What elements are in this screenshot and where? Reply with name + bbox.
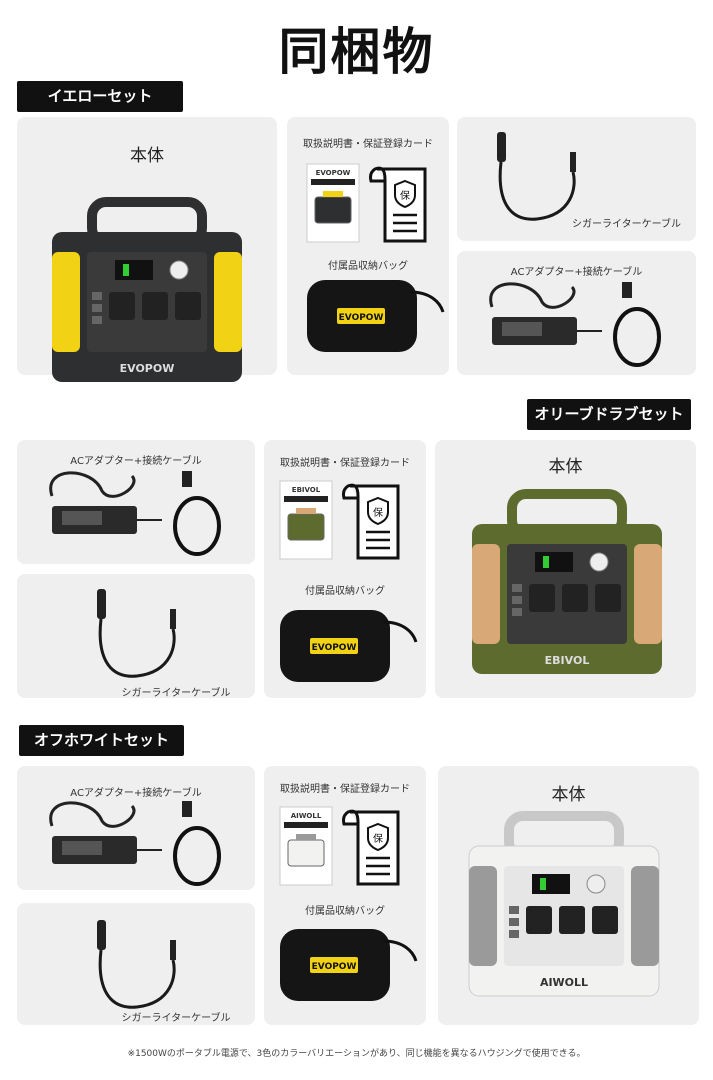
main-unit-card-olive: 本体 EBIVOL xyxy=(435,440,696,698)
ac-card-olive: ACアダプター+接続ケーブル xyxy=(17,440,255,564)
bag-label: 付属品収納バッグ xyxy=(305,586,385,597)
ac-adapter-image xyxy=(32,796,242,890)
manual-label: 取扱説明書・保証登録カード xyxy=(303,139,433,150)
svg-text:EBIVOL: EBIVOL xyxy=(545,654,590,667)
ac-adapter-image xyxy=(32,466,242,560)
manual-image: EBIVOL 保 xyxy=(278,476,408,570)
svg-text:AIWOLL: AIWOLL xyxy=(291,812,322,820)
cigar-cable-image xyxy=(487,127,597,231)
ac-card-yellow: ACアダプター+接続ケーブル xyxy=(457,251,696,375)
ac-label: ACアダプター+接続ケーブル xyxy=(510,267,643,278)
main-unit-card-white: 本体 AIWOLL xyxy=(438,766,699,1025)
cigar-label: シガーライターケーブル xyxy=(572,219,681,230)
svg-text:EVOPOW: EVOPOW xyxy=(312,643,357,653)
main-label: 本体 xyxy=(548,457,583,477)
set-tag-white: オフホワイトセット xyxy=(19,725,184,756)
manual-label: 取扱説明書・保証登録カード xyxy=(280,784,410,795)
bag-image: EVOPOW xyxy=(278,602,418,691)
set-tag-olive: オリーブドラブセット xyxy=(527,399,691,430)
footnote: ※1500Wのポータブル電源で、3色のカラーバリエーションがあり、同じ機能を異な… xyxy=(127,1049,586,1059)
manual-image: AIWOLL 保 xyxy=(278,802,408,896)
manual-label: 取扱説明書・保証登録カード xyxy=(280,458,410,469)
main-label: 本体 xyxy=(130,146,164,166)
bag-label: 付属品収納バッグ xyxy=(305,906,385,917)
manual-card-olive: 取扱説明書・保証登録カード EBIVOL 保 付属品収納バッグ EVOPOW xyxy=(264,440,426,698)
cigar-card-yellow: シガーライターケーブル xyxy=(457,117,696,241)
svg-text:保: 保 xyxy=(373,506,383,519)
power-station-image: EBIVOL xyxy=(467,484,667,688)
manual-card-white: 取扱説明書・保証登録カード AIWOLL 保 付属品収納バッグ EVOPOW xyxy=(264,766,426,1025)
svg-text:EVOPOW: EVOPOW xyxy=(316,169,351,177)
manual-image: EVOPOW 保 xyxy=(305,159,435,253)
main-label: 本体 xyxy=(551,785,586,805)
cigar-cable-image xyxy=(87,915,197,1019)
ac-label: ACアダプター+接続ケーブル xyxy=(70,456,202,467)
svg-text:EVOPOW: EVOPOW xyxy=(312,962,357,972)
power-station-image: EVOPOW xyxy=(47,192,247,396)
bag-label: 付属品収納バッグ xyxy=(328,261,408,272)
ac-label: ACアダプター+接続ケーブル xyxy=(70,788,202,799)
bag-image: EVOPOW xyxy=(305,272,445,361)
svg-text:EVOPOW: EVOPOW xyxy=(339,313,384,323)
set-tag-yellow: イエローセット xyxy=(17,81,183,112)
cigar-card-olive: シガーライターケーブル xyxy=(17,574,255,699)
cigar-card-white: シガーライターケーブル xyxy=(17,903,255,1025)
svg-text:保: 保 xyxy=(400,189,410,202)
svg-text:保: 保 xyxy=(373,832,383,845)
svg-text:EVOPOW: EVOPOW xyxy=(120,362,175,375)
main-unit-card-yellow: 本体 EVOPOW xyxy=(17,117,277,382)
cigar-label: シガーライターケーブル xyxy=(121,688,231,699)
manual-card-yellow: 取扱説明書・保証登録カード EVOPOW 保 付属品収納バッグ EVOPOW xyxy=(287,117,449,375)
ac-adapter-image xyxy=(472,277,682,371)
svg-text:EBIVOL: EBIVOL xyxy=(292,486,321,494)
bag-image: EVOPOW xyxy=(278,921,418,1010)
ac-card-white: ACアダプター+接続ケーブル xyxy=(17,766,255,890)
cigar-cable-image xyxy=(87,584,197,688)
cigar-label: シガーライターケーブル xyxy=(121,1013,231,1024)
svg-text:AIWOLL: AIWOLL xyxy=(540,976,588,989)
page-title: 同梱物 xyxy=(278,23,435,81)
power-station-image: AIWOLL xyxy=(464,806,664,1010)
